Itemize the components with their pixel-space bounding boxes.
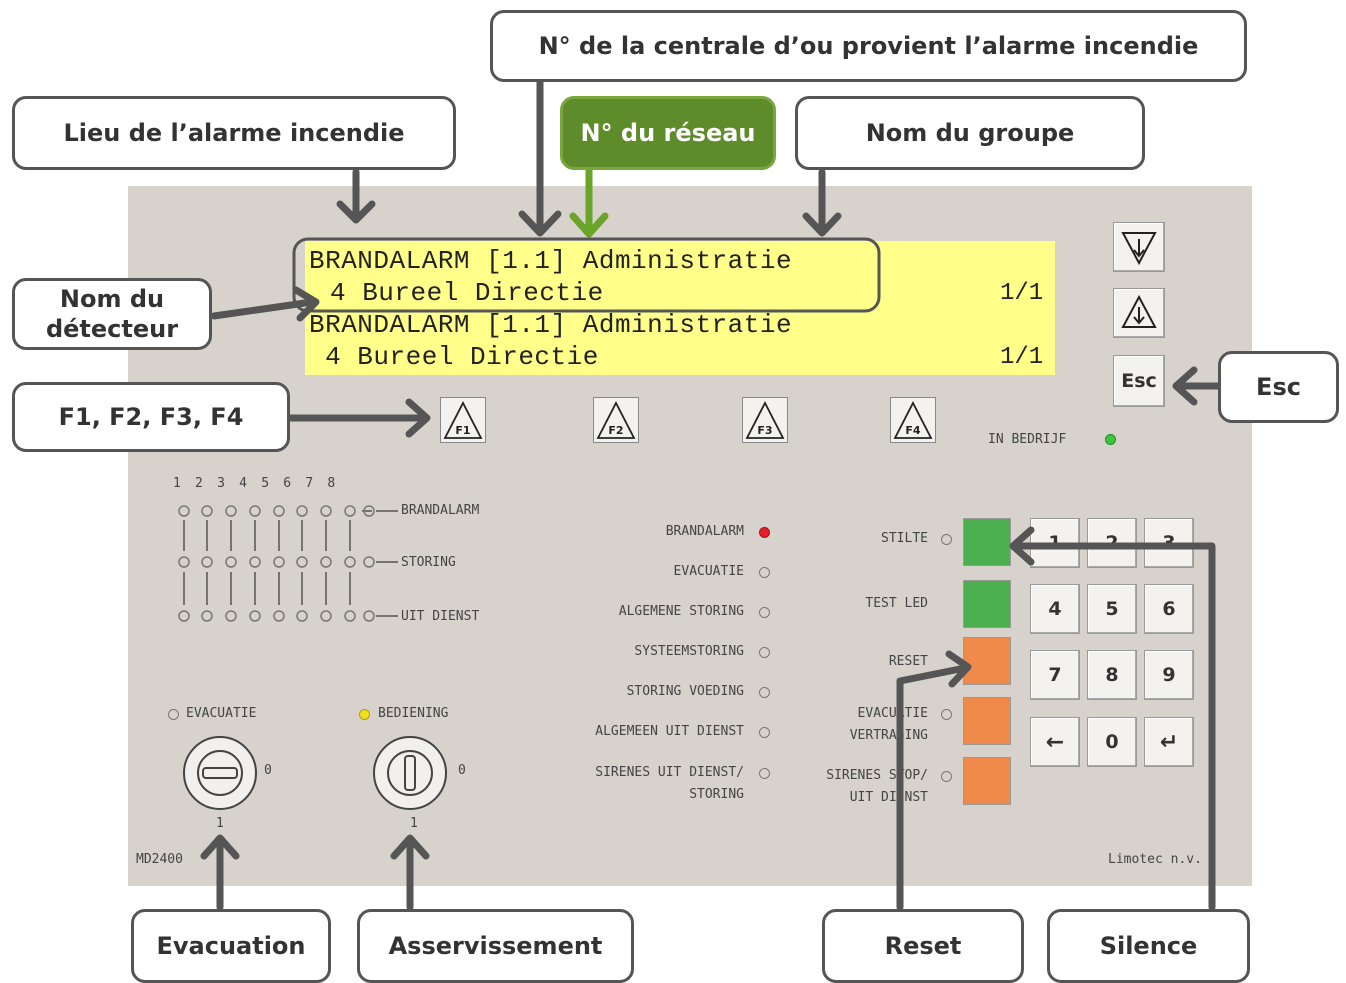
bediening-key-led [359,709,370,720]
lcd-line-4: 4 Bureel Directie [309,342,599,372]
evacuatie-key-label: EVACUATIE [186,706,257,721]
triangle-up-arrow-icon [1121,294,1157,328]
lcd-page-indicator: 1/1 [1000,344,1044,371]
stilte-label: STILTE [881,531,928,546]
evac-vertraging-label: EVACUATIE [857,706,928,721]
f4-triangle-icon: F4 [893,401,933,439]
evacuatie-key-pos-0: 0 [264,763,272,778]
test-led-label: TEST LED [865,596,928,611]
stilte-button[interactable] [963,518,1011,566]
callout-esc: Esc [1218,351,1339,423]
f3-button[interactable]: F3 [742,397,788,443]
status-sirenes-label-2: STORING [689,787,744,802]
zone-row-storing: STORING [401,555,456,570]
evacuatie-keyswitch-icon [183,736,257,810]
reset-label: RESET [888,654,928,669]
f3-label: F3 [757,424,772,437]
callout-fkeys: F1, F2, F3, F4 [12,382,290,452]
keypad-5[interactable]: 5 [1087,584,1137,634]
f2-triangle-icon: F2 [596,401,636,439]
keypad-6[interactable]: 6 [1144,584,1194,634]
callout-reseau: N° du réseau [560,96,776,170]
lcd-line-3: BRANDALARM [1.1] Administratie [309,310,793,340]
reset-button[interactable] [963,637,1011,685]
callout-detecteur: Nom du détecteur [12,278,212,350]
keypad-backspace[interactable]: ← [1030,717,1080,767]
status-storing-voeding-led [759,687,770,698]
status-storing-voeding-label: STORING VOEDING [626,684,744,699]
callout-detecteur-line2: détecteur [45,315,179,343]
model-label: MD2400 [136,852,183,867]
lcd-line-1: BRANDALARM [1.1] Administratie [309,246,793,276]
status-systeemstoring-label: SYSTEEMSTORING [634,644,744,659]
callout-silence: Silence [1047,909,1250,983]
sirenes-stop-button[interactable] [963,757,1011,805]
keypad-7[interactable]: 7 [1030,650,1080,700]
evac-vertraging-label-2: VERTRAGING [849,728,928,743]
reseau-arrow [569,166,609,238]
callout-evacuation: Evacuation [131,909,331,983]
zone-row-uit-dienst: UIT DIENST [401,609,480,624]
f2-label: F2 [608,424,623,437]
stilte-led [941,534,952,545]
brand-label: Limotec n.v. [1108,852,1202,867]
evacuatie-vertraging-button[interactable] [963,697,1011,745]
status-algemene-storing-label: ALGEMENE STORING [618,604,744,619]
bediening-keyswitch-icon [373,736,447,810]
callout-asservissement: Asservissement [357,909,634,983]
triangle-down-arrow-icon [1121,232,1157,266]
zone-numbers: 1 2 3 4 5 6 7 8 [173,476,339,491]
callout-groupe: Nom du groupe [795,96,1145,170]
test-led-button[interactable] [963,580,1011,628]
f4-label: F4 [905,424,921,437]
keypad-0[interactable]: 0 [1087,717,1137,767]
sirenes-stop-label-2: UIT DIENST [849,790,928,805]
status-brandalarm-label: BRANDALARM [665,524,744,539]
bediening-key-label: BEDIENING [378,706,449,721]
f4-button[interactable]: F4 [890,397,936,443]
sirenes-stop-led [941,771,952,782]
esc-button[interactable]: Esc [1113,355,1165,407]
bediening-key-pos-0: 0 [458,763,466,778]
evacuatie-key-pos-1: 1 [216,816,224,831]
in-bedrijf-label: IN BEDRIJF [988,432,1067,447]
scroll-down-button[interactable] [1113,288,1165,338]
f1-label: F1 [455,424,470,437]
status-evacuatie-label: EVACUATIE [673,564,744,579]
callout-reset: Reset [822,909,1024,983]
callout-centrale: N° de la centrale d’ou provient l’alarme… [490,10,1247,82]
f3-triangle-icon: F3 [745,401,785,439]
bediening-key-pos-1: 1 [410,816,418,831]
f1-triangle-icon: F1 [443,401,483,439]
status-sirenes-led [759,768,770,779]
zone-row-brandalarm: BRANDALARM [401,503,480,518]
status-algemene-storing-led [759,607,770,618]
status-algemeen-uit-dienst-label: ALGEMEEN UIT DIENST [595,724,744,739]
status-brandalarm-led [759,527,770,538]
status-algemeen-uit-dienst-led [759,727,770,738]
keypad-8[interactable]: 8 [1087,650,1137,700]
status-evacuatie-led [759,567,770,578]
f1-button[interactable]: F1 [440,397,486,443]
f2-button[interactable]: F2 [593,397,639,443]
keypad-9[interactable]: 9 [1144,650,1194,700]
in-bedrijf-led [1105,434,1116,445]
status-systeemstoring-led [759,647,770,658]
keypad-enter[interactable]: ↵ [1144,717,1194,767]
callout-lieu: Lieu de l’alarme incendie [12,96,456,170]
evac-vertraging-led [941,709,952,720]
lcd-page-indicator: 1/1 [1000,280,1044,307]
keypad-4[interactable]: 4 [1030,584,1080,634]
scroll-up-button[interactable] [1113,222,1165,272]
status-sirenes-label: SIRENES UIT DIENST/ [595,765,744,780]
lcd-display [305,241,1055,375]
evacuatie-key-led [168,709,179,720]
lcd-line-2: 4 Bureel Directie [330,278,604,308]
callout-detecteur-line1: Nom du [59,285,165,313]
